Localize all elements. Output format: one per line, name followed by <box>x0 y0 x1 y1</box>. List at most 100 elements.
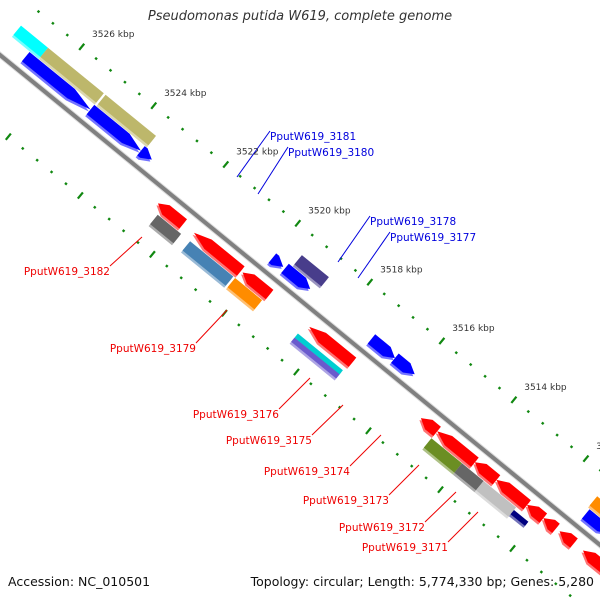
label-leader-line <box>311 404 344 436</box>
gene-label: PputW619_3179 <box>110 343 196 355</box>
major-tick <box>437 485 444 494</box>
gene-feature <box>589 496 600 515</box>
minor-tick <box>554 582 558 586</box>
gene-feature <box>474 462 501 485</box>
minor-tick <box>94 56 98 61</box>
minor-tick <box>468 362 473 367</box>
backbone <box>0 51 600 549</box>
gene-feature <box>242 272 274 300</box>
label-leader-line <box>388 464 420 496</box>
minor-tick <box>280 358 284 362</box>
gene-feature <box>423 438 462 473</box>
minor-tick <box>238 174 242 178</box>
major-tick <box>150 101 158 110</box>
major-tick <box>365 427 372 435</box>
gene-label: PputW619_3181 <box>270 131 356 143</box>
gene-feature <box>583 550 600 573</box>
gene-feature <box>291 337 340 379</box>
minor-tick <box>497 386 502 390</box>
gene-label: PputW619_3171 <box>362 542 448 554</box>
minor-tick <box>496 535 500 539</box>
major-tick <box>438 337 446 345</box>
gene-label: PputW619_3174 <box>264 466 350 478</box>
tick-label: 3524 kbp <box>164 89 207 99</box>
tick-label: 3518 kbp <box>380 265 423 275</box>
minor-tick <box>121 229 126 233</box>
minor-tick <box>395 452 399 457</box>
gene-label: PputW619_3175 <box>226 435 312 447</box>
major-tick <box>366 278 374 286</box>
gene-feature <box>281 263 311 289</box>
minor-tick <box>267 198 271 202</box>
gene-feature <box>194 232 245 276</box>
tick-marks <box>4 9 600 598</box>
minor-tick <box>324 245 329 249</box>
minor-tick <box>64 182 68 186</box>
gene-feature <box>454 463 484 491</box>
gene-feature <box>367 334 395 359</box>
minor-tick <box>208 299 212 304</box>
gene-feature <box>391 353 415 375</box>
minor-tick <box>424 476 428 480</box>
gene-feature <box>294 333 343 375</box>
gene-feature <box>227 278 263 310</box>
label-leader-line <box>424 491 457 523</box>
label-leader-line <box>357 231 391 279</box>
minor-tick <box>453 499 457 504</box>
label-leader-line <box>195 309 228 344</box>
minor-tick <box>265 346 270 351</box>
label-leader-line <box>236 130 271 178</box>
major-tick <box>293 368 300 376</box>
minor-tick <box>166 115 170 120</box>
minor-tick <box>337 405 342 409</box>
minor-tick <box>179 276 183 280</box>
minor-tick <box>21 146 25 151</box>
gene-feature <box>543 518 560 533</box>
label-leader-line <box>257 146 289 195</box>
minor-tick <box>467 511 472 515</box>
backbone-line <box>0 52 600 548</box>
minor-tick <box>49 170 54 174</box>
gene-feature <box>86 104 141 151</box>
accession-text: Accession: NC_010501 <box>8 574 151 589</box>
gene-feature <box>476 481 517 517</box>
label-leader-line <box>447 511 479 543</box>
gene-feature <box>420 418 441 436</box>
major-tick <box>582 454 590 463</box>
major-tick <box>76 191 84 200</box>
label-leader-line <box>337 215 371 263</box>
minor-tick <box>310 233 314 237</box>
minor-tick <box>35 158 39 162</box>
gene-feature <box>150 214 182 244</box>
gene-feature <box>13 25 48 57</box>
map-title: Pseudomonas putida W619, complete genome <box>147 9 453 24</box>
minor-tick <box>410 464 414 468</box>
major-tick <box>4 132 12 141</box>
minor-tick <box>569 445 574 449</box>
gene-feature <box>137 146 152 160</box>
minor-tick <box>51 21 55 26</box>
minor-tick <box>483 374 487 378</box>
gene-label: PputW619_3178 <box>370 216 456 228</box>
label-leader-line <box>109 236 143 267</box>
minor-tick <box>165 264 169 268</box>
minor-tick <box>568 593 572 598</box>
major-tick <box>509 544 516 553</box>
minor-tick <box>180 127 185 131</box>
minor-tick <box>396 303 401 308</box>
minor-tick <box>525 558 529 562</box>
gene-feature <box>309 326 357 367</box>
gene-feature <box>98 94 156 146</box>
major-tick <box>222 160 230 169</box>
tick-label: 3514 kbp <box>524 383 567 393</box>
minor-tick <box>425 327 430 331</box>
gene-label: PputW619_3182 <box>24 266 110 278</box>
gene-feature <box>559 531 578 548</box>
label-leader-line <box>278 377 311 410</box>
minor-tick <box>237 323 241 327</box>
gene-feature <box>40 47 104 103</box>
gene-feature <box>527 504 548 523</box>
minor-tick <box>352 417 356 421</box>
